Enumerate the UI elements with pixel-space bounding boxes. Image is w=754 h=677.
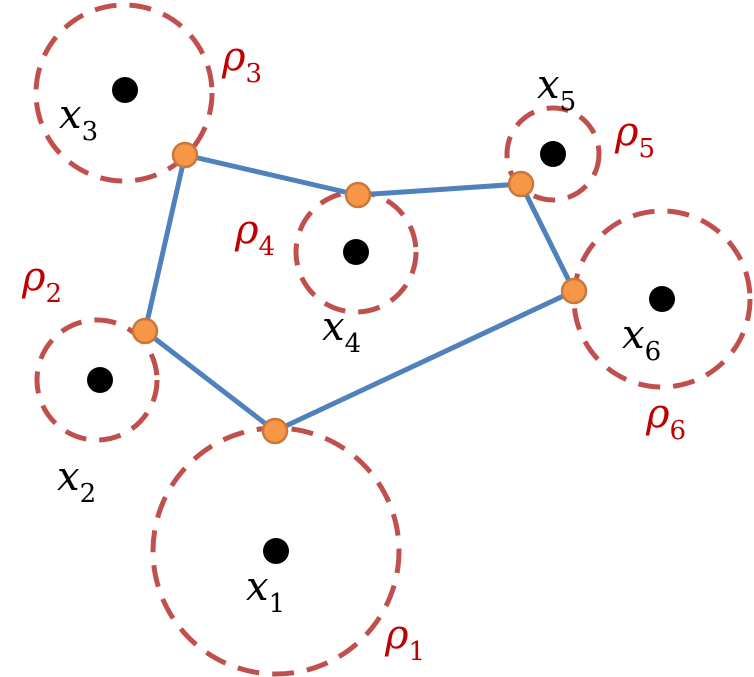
x-label-6: x6 [622, 312, 661, 367]
center-point-2 [87, 367, 113, 393]
x-label-3: x3 [59, 92, 98, 147]
radius-circle-3 [33, 2, 215, 184]
center-point-5 [540, 141, 566, 167]
vertex-6 [560, 277, 588, 305]
center-point-3 [112, 77, 138, 103]
rho-label-1: ρ1 [384, 612, 425, 667]
rho-label-2: ρ2 [21, 254, 62, 309]
x-labels: x1 x2 x3 x4 x5 x6 [57, 62, 661, 619]
center-point-1 [263, 538, 289, 564]
rho-label-4: ρ4 [234, 207, 275, 262]
vertex-4 [344, 181, 372, 209]
vertex-3 [171, 141, 199, 169]
center-point-6 [649, 286, 675, 312]
radius-circle-5 [504, 105, 602, 203]
x-label-4: x4 [322, 304, 361, 359]
radius-circle-6 [571, 208, 753, 390]
x-label-2: x2 [57, 454, 96, 509]
rho-label-3: ρ3 [221, 34, 262, 89]
rho-label-5: ρ5 [614, 109, 655, 164]
center-point-4 [343, 239, 369, 265]
rho-label-6: ρ6 [645, 391, 686, 446]
center-points [87, 77, 675, 564]
radius-circle-2 [34, 317, 160, 443]
rho-labels: ρ1 ρ2 ρ3 ρ4 ρ5 ρ6 [21, 34, 686, 667]
polygon-vertices [131, 141, 588, 445]
x-label-1: x1 [246, 564, 285, 619]
x-label-5: x5 [537, 62, 576, 117]
vertex-5 [507, 170, 535, 198]
vertex-1 [261, 417, 289, 445]
vertex-2 [131, 317, 159, 345]
